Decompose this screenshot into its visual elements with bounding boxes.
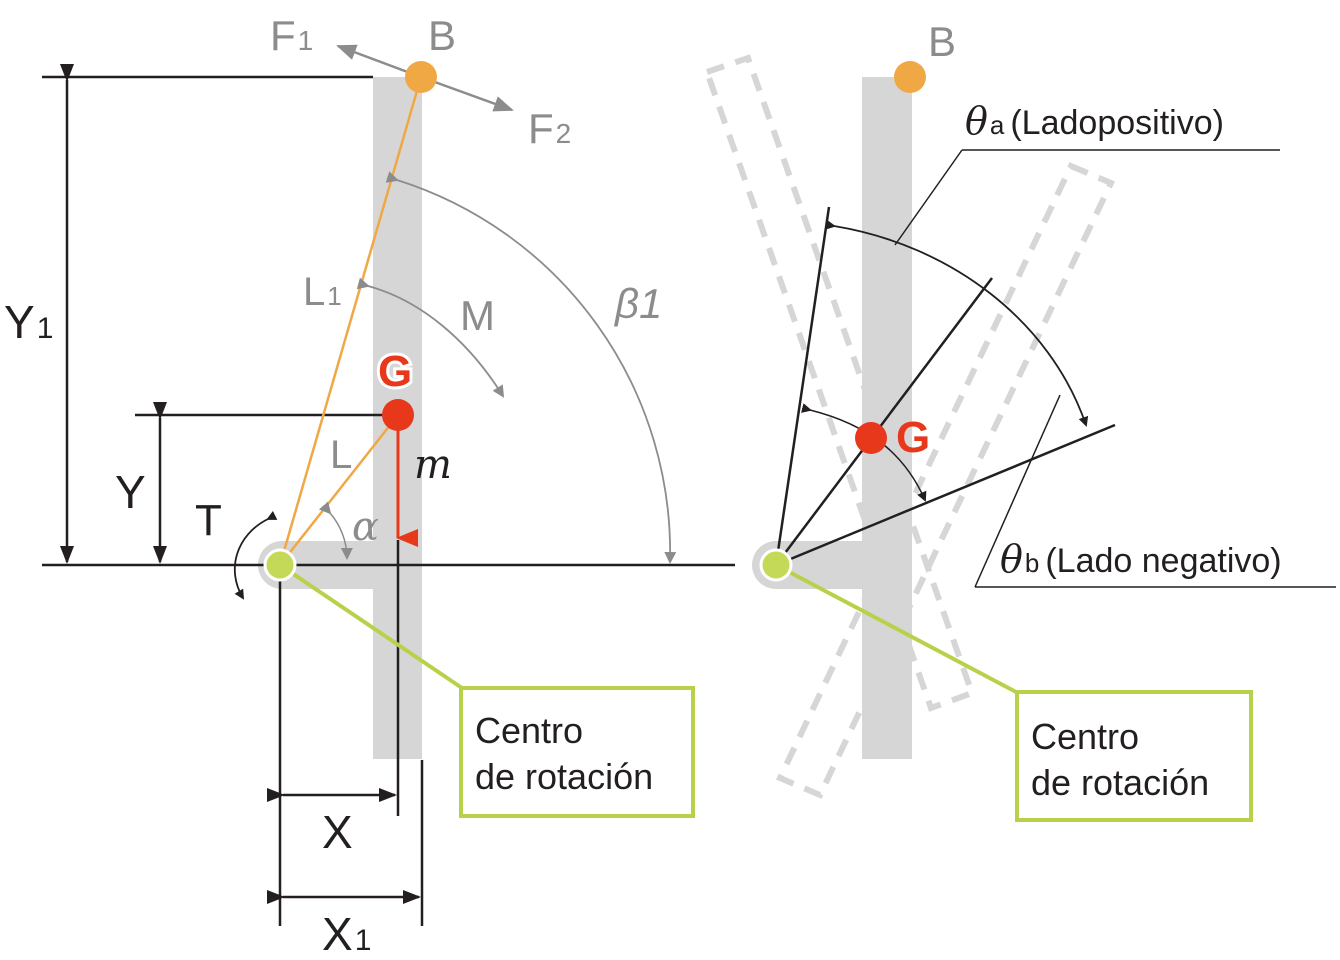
right-diagram: G B θa(Ladopositivo) θb(Lado negativo) C…: [703, 18, 1336, 822]
x-label: X: [322, 806, 353, 858]
dashed-outline-negative: [703, 54, 976, 712]
callout-text-left-2: de rotación: [475, 756, 653, 797]
pivot-dot-right: [759, 548, 793, 582]
left-diagram: Y1 Y X X1 L1 L β1 M α T G m: [4, 12, 735, 960]
callout-text-right-1: Centro: [1031, 716, 1139, 757]
theta-b-label: θb(Lado negativo): [1000, 537, 1282, 581]
mass-label: m: [414, 442, 452, 488]
b-label-right: B: [928, 18, 956, 65]
g-dot-right: [855, 422, 887, 454]
b-dot-left: [405, 61, 437, 93]
alpha-arc: [318, 501, 353, 560]
t-label: T: [195, 496, 222, 545]
l-line: [279, 414, 399, 566]
callout-box-left: [459, 686, 695, 818]
theta-a-leader: [894, 149, 963, 246]
g-dot-left: [382, 399, 414, 431]
g-label-left: G: [378, 347, 412, 396]
beta-arc: [385, 171, 677, 564]
f2-label: F2: [528, 105, 571, 152]
callout-box-right: [1015, 690, 1253, 822]
m-moment-label: M: [460, 292, 495, 339]
l-label: L: [330, 433, 352, 477]
b-dot-right: [894, 61, 926, 93]
theta-b-leader: [974, 394, 1061, 588]
b-label-left: B: [428, 12, 456, 59]
y1-label: Y1: [4, 296, 53, 348]
line-theta-a: [774, 206, 831, 566]
theta-a-label: θa(Ladopositivo): [965, 99, 1224, 143]
torque-arc: [234, 510, 278, 600]
moment-arc: [356, 277, 505, 398]
f2-arrow: [420, 75, 514, 112]
l1-label: L1: [303, 270, 342, 314]
y-label: Y: [115, 466, 146, 518]
f1-label: F1: [270, 12, 313, 59]
line-theta-b: [775, 423, 1116, 567]
beta-label: β1: [613, 280, 662, 327]
g-label-right: G: [896, 413, 930, 462]
l1-line: [278, 76, 423, 566]
callout-leader-right: [775, 563, 1019, 695]
theta-range-arc: [825, 219, 1089, 427]
alpha-label: α: [352, 504, 379, 550]
x1-label: X1: [322, 908, 371, 960]
callout-text-left-1: Centro: [475, 710, 583, 751]
pivot-dot-left: [263, 548, 297, 582]
callout-text-right-2: de rotación: [1031, 762, 1209, 803]
callout-leader-left: [278, 563, 464, 690]
